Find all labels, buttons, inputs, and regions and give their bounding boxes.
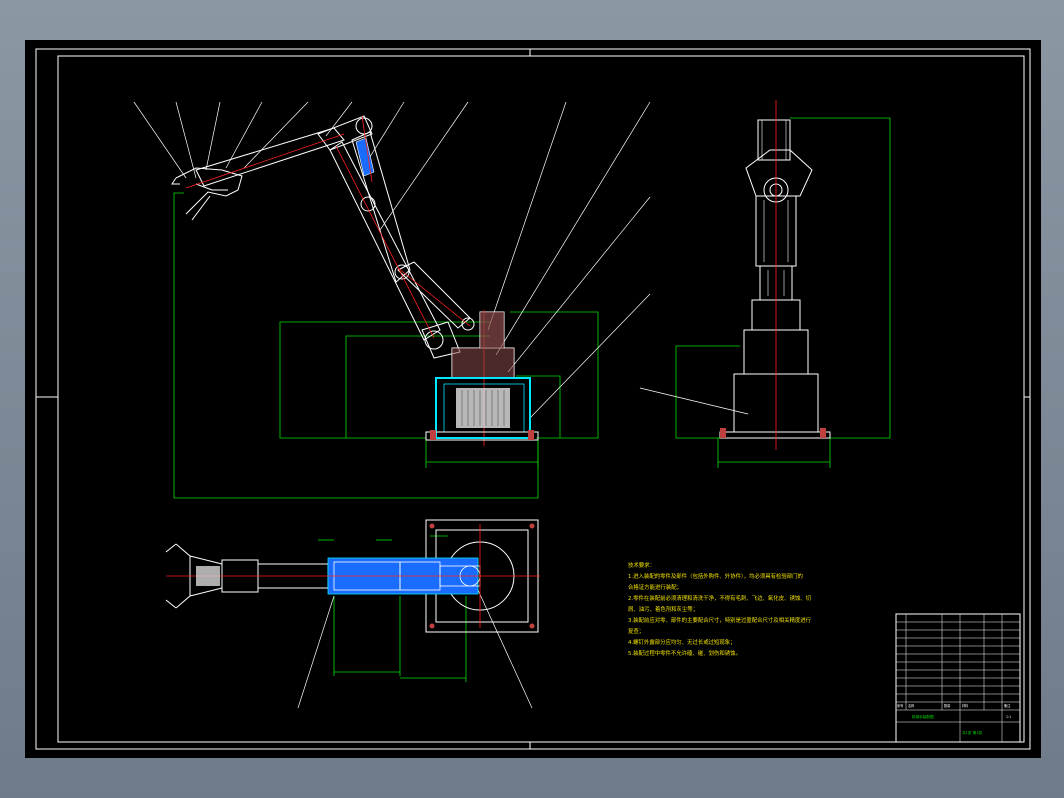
technical-requirements: 技术要求： 1.进入装配的零件及部件（包括外购件、外协件），均必须具有检验部门的… — [628, 561, 838, 660]
drawing-scale: 1:1 — [1006, 715, 1011, 719]
drawing-sheet — [25, 40, 1041, 758]
notes-heading: 技术要求： — [628, 563, 655, 569]
note-line: 合格证方能进行装配； — [628, 585, 682, 591]
header-no: 序号 — [897, 703, 903, 708]
drawing-title: 机械手装配图 — [912, 714, 934, 719]
note-line: 4.螺钉外露部分应均匀、无过长或过短现象； — [628, 640, 736, 646]
header-note: 备注 — [1004, 703, 1011, 708]
note-line: 复查； — [628, 629, 645, 635]
note-line: 屑、油污、着色剂和灰尘等； — [628, 607, 699, 613]
note-line: 3.装配前应对零、部件的主要配合尺寸，特别是过盈配合尺寸及相关精度进行 — [628, 618, 812, 624]
center-marks — [36, 49, 1030, 749]
header-material: 材料 — [962, 703, 969, 708]
inner-border — [57, 55, 1025, 743]
outer-border — [35, 48, 1031, 750]
header-qty: 数量 — [944, 703, 951, 708]
title-block: 名称 序号 数量 材料 备注 机械手装配图 1:1 共1张 第1张 — [895, 613, 1021, 743]
front-view — [133, 101, 651, 499]
note-line: 1.进入装配的零件及部件（包括外购件、外协件），均必须具有检验部门的 — [628, 574, 803, 580]
top-view — [165, 519, 540, 709]
side-view — [639, 100, 891, 468]
base-housing — [425, 377, 539, 441]
note-line: 2.零件在装配前必须清理和清洗干净，不得有毛刺、飞边、氧化皮、锈蚀、切 — [628, 596, 812, 602]
note-line: 5.装配过程中零件不允许磕、碰、划伤和锈蚀。 — [628, 651, 741, 657]
drawing-sheet-count: 共1张 第1张 — [962, 730, 982, 735]
header-name: 名称 — [908, 703, 915, 708]
